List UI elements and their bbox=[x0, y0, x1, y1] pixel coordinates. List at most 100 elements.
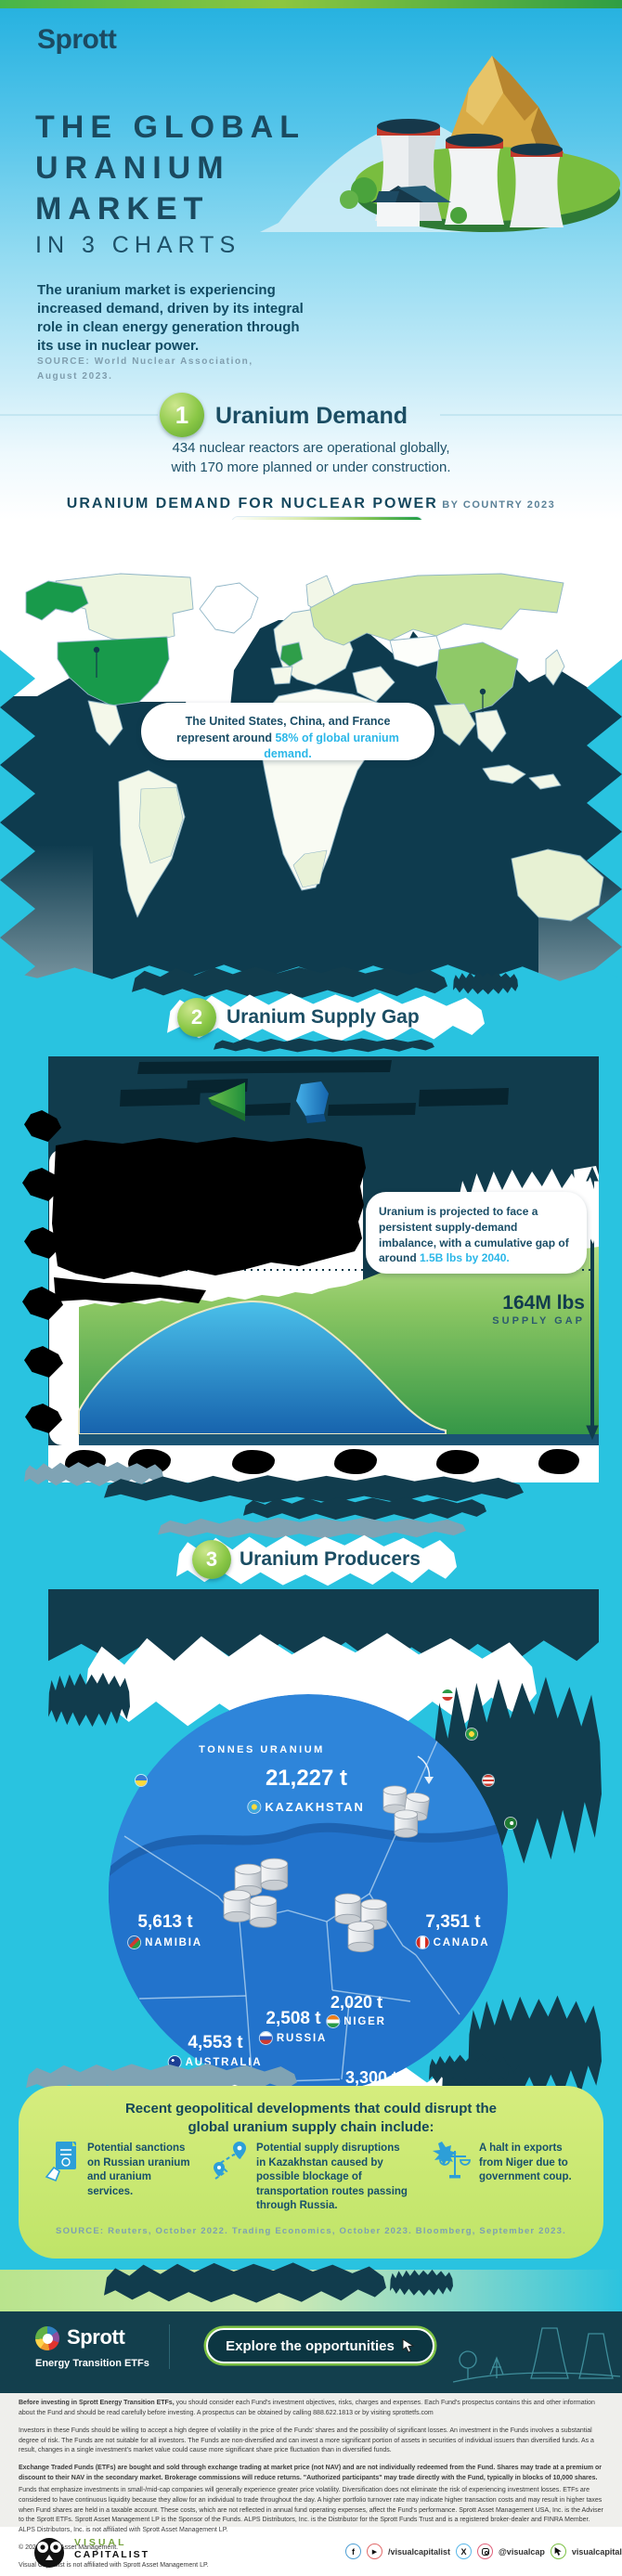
cooling-tower-3 bbox=[510, 143, 564, 227]
sprott-footer-wordmark: Sprott bbox=[67, 2325, 125, 2349]
youtube-icon[interactable]: ▶ bbox=[367, 2544, 382, 2559]
chart-baseline-strip bbox=[79, 1434, 599, 1445]
divider-left bbox=[0, 414, 158, 416]
section3-badge: 3 bbox=[192, 1540, 231, 1579]
glitch-mass bbox=[52, 1137, 366, 1279]
producer-value-canada: 7,351 t bbox=[425, 1912, 481, 1932]
house bbox=[371, 186, 451, 227]
geopolitics-heading-line2: global uranium supply chain include: bbox=[188, 2119, 434, 2136]
website-cursor-icon[interactable] bbox=[550, 2544, 566, 2559]
section3-badge-number: 3 bbox=[205, 1547, 218, 1571]
section1-badge: 1 bbox=[160, 393, 204, 437]
top-accent-bar bbox=[0, 0, 622, 8]
section3-title: Uranium Producers bbox=[240, 1548, 421, 1570]
intro-source-line1: SOURCE: World Nuclear Association, bbox=[37, 356, 253, 367]
glitch-axis-label bbox=[436, 1450, 479, 1474]
producer-country-label: NIGER bbox=[343, 2015, 386, 2027]
map-chart-title-suffix: BY COUNTRY 2023 bbox=[442, 499, 556, 511]
glitch-blob bbox=[214, 1038, 434, 1053]
producer-country-niger: NIGER bbox=[327, 2015, 385, 2027]
pakistan-flag-icon bbox=[505, 1818, 516, 1829]
page-title-line2: URANIUM bbox=[35, 150, 230, 186]
glitch-blob bbox=[158, 1517, 466, 1539]
page-subtitle: IN 3 CHARTS bbox=[35, 232, 241, 258]
social-handle2-label[interactable]: @visualcap bbox=[499, 2546, 545, 2557]
facebook-icon[interactable]: f bbox=[345, 2544, 361, 2559]
website-label[interactable]: visualcapitalist.com bbox=[571, 2546, 622, 2557]
geopolitics-source: SOURCE: Reuters, October 2022. Trading E… bbox=[56, 2226, 566, 2236]
producer-country-label: NAMIBIA bbox=[145, 1936, 202, 1948]
geopolitics-item-2: Potential supply disruptions in Kazakhst… bbox=[256, 2142, 408, 2212]
map-country-mexico bbox=[87, 700, 123, 746]
geopolitics-item-1: Potential sanctions on Russian uranium a… bbox=[87, 2142, 190, 2197]
canada-flag-icon bbox=[416, 1936, 429, 1948]
producer-value-australia: 4,553 t bbox=[188, 2033, 243, 2052]
supply-gap-callout-highlight: 1.5B lbs by 2040. bbox=[420, 1251, 510, 1265]
footer-divider bbox=[169, 2324, 170, 2369]
page-title-line3: MARKET bbox=[35, 191, 210, 227]
explore-opportunities-button[interactable]: Explore the opportunities bbox=[206, 2328, 434, 2363]
iran-flag-icon bbox=[442, 1689, 453, 1701]
supply-gap-callout: Uranium is projected to face a persisten… bbox=[366, 1192, 587, 1274]
producer-country-canada: CANADA bbox=[416, 1936, 490, 1948]
producer-country-label: RUSSIA bbox=[276, 2032, 328, 2044]
intro-source: SOURCE: World Nuclear Association, Augus… bbox=[37, 355, 253, 384]
map-chart-title: URANIUM DEMAND FOR NUCLEAR POWER BY COUN… bbox=[0, 496, 622, 512]
map-region-indonesia bbox=[482, 764, 562, 790]
map-callout-highlight: 58% of global uranium demand. bbox=[264, 731, 399, 761]
nuclear-plant-illustration bbox=[260, 56, 620, 232]
map-country-south-africa bbox=[292, 849, 328, 888]
sprott-footer-tagline: Energy Transition ETFs bbox=[35, 2358, 149, 2369]
section1-title: Uranium Demand bbox=[215, 403, 408, 429]
unit-label: TONNES URANIUM bbox=[199, 1744, 325, 1755]
section2-badge: 2 bbox=[177, 998, 216, 1037]
legal-p1-bold: Before investing in Sprott Energy Transi… bbox=[19, 2400, 175, 2406]
cooling-tower-2 bbox=[445, 134, 504, 225]
gap-value: 164M lbs bbox=[502, 1292, 585, 1314]
namibia-flag-icon bbox=[128, 1936, 141, 1948]
legal-p1-rest: you should consider each Fund's investme… bbox=[19, 2400, 595, 2416]
social-links-row: f ▶ /visualcapitalist X @visualcap visua… bbox=[345, 2544, 622, 2559]
map-country-japan bbox=[545, 649, 565, 686]
section2-title: Uranium Supply Gap bbox=[227, 1006, 420, 1028]
geopolitics-heading: Recent geopolitical developments that co… bbox=[19, 2100, 603, 2138]
map-country-australia bbox=[511, 848, 604, 922]
visual-capitalist-logo-icon bbox=[34, 2538, 64, 2568]
sprott-logo: Sprott bbox=[37, 24, 117, 55]
producer-value-niger: 2,020 t bbox=[330, 1993, 383, 2012]
glitch-axis-label bbox=[538, 1449, 579, 1474]
map-route-pins-icon bbox=[214, 2142, 246, 2180]
footer-outline-illustration bbox=[453, 2327, 620, 2383]
map-country-china bbox=[435, 641, 519, 714]
legend-production-icon bbox=[296, 1081, 329, 1123]
producer-value-uzbekistan: 3,300 t bbox=[344, 2068, 398, 2087]
usa-flag-icon bbox=[483, 1775, 494, 1786]
legal-p2: Investors in these Funds should be willi… bbox=[19, 2427, 594, 2454]
divider-right bbox=[440, 414, 622, 416]
map-pins bbox=[93, 646, 486, 712]
map-region-se-asia bbox=[474, 709, 507, 753]
map-country-brazil bbox=[138, 786, 184, 864]
legal-disclaimers: Before investing in Sprott Energy Transi… bbox=[19, 2399, 605, 2571]
kazakhstan-flag-icon bbox=[248, 1801, 261, 1813]
visual-capitalist-wordmark: VISUAL CAPITALIST bbox=[74, 2537, 149, 2561]
section2-badge-number: 2 bbox=[190, 1005, 203, 1029]
social-handle-label[interactable]: /visualcapitalist bbox=[388, 2546, 451, 2557]
x-twitter-icon[interactable]: X bbox=[456, 2544, 473, 2559]
map-country-russia bbox=[309, 573, 564, 646]
instagram-icon[interactable] bbox=[477, 2544, 494, 2559]
glitch-axis-label bbox=[334, 1449, 377, 1474]
producer-country-label: AUSTRALIA bbox=[185, 2056, 263, 2068]
map-country-spain bbox=[270, 666, 293, 685]
scales-coup-icon bbox=[433, 2142, 471, 2179]
producer-country-label: CANADA bbox=[433, 1936, 490, 1948]
supply-gap-callout-text: Uranium is projected to face a persisten… bbox=[379, 1205, 569, 1265]
map-region-middle-east bbox=[352, 666, 395, 703]
niger-flag-icon bbox=[327, 2015, 340, 2027]
page-title-line1: THE GLOBAL bbox=[35, 110, 305, 145]
fact-line1: 434 nuclear reactors are operational glo… bbox=[172, 440, 450, 456]
intro-paragraph: The uranium market is experiencing incre… bbox=[37, 282, 304, 354]
fact-line2: with 170 more planned or under construct… bbox=[171, 460, 451, 475]
explore-opportunities-label: Explore the opportunities bbox=[226, 2337, 395, 2354]
